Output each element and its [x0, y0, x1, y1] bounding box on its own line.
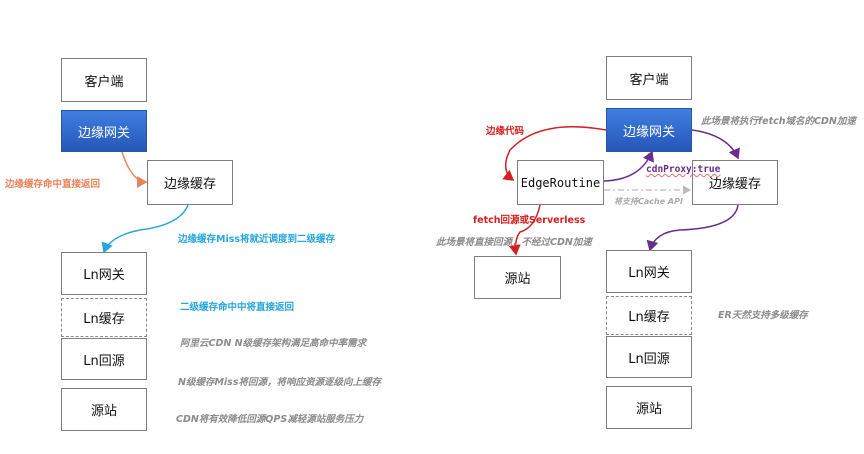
right-ln-cache-box: Ln缓存: [606, 296, 692, 335]
right-edge-gateway-label: 边缘网关: [622, 124, 675, 140]
right-edgeroutine-box: EdgeRoutine: [517, 160, 604, 205]
right-origin-label: 源站: [635, 402, 662, 417]
note-architecture: 阿里云CDN N级缓存架构满足高命中率需求: [180, 338, 367, 349]
note-ln-miss: N级缓存Miss将回源，将响应资源逐级向上缓存: [178, 377, 381, 388]
label-cdnproxy: cdnProxy:true: [646, 164, 721, 175]
left-ln-cache-box: Ln缓存: [61, 298, 147, 337]
note-er-multilevel: ER天然支持多级缓存: [718, 310, 808, 321]
right-origin-direct-label: 源站: [504, 272, 531, 287]
left-edge-gateway-box: 边缘网关: [61, 110, 147, 152]
right-ln-gateway-box: Ln网关: [606, 250, 692, 293]
arrow-cache-to-ln: [101, 204, 189, 254]
right-client-box: 客户端: [606, 56, 692, 100]
left-edge-cache-label: 边缘缓存: [163, 177, 216, 192]
arrow-edge-to-routine: [502, 125, 607, 181]
note-fetch-cdn: 此场景将执行fetch域名的CDN加速: [701, 116, 856, 127]
arrow-routine-to-edge: [603, 150, 654, 182]
right-edgeroutine-label: EdgeRoutine: [520, 175, 601, 190]
right-client-label: 客户端: [629, 72, 669, 88]
right-ln-gateway-label: Ln网关: [628, 266, 670, 281]
left-client-label: 客户端: [84, 74, 124, 90]
label-edge-code: 边缘代码: [486, 126, 525, 137]
left-ln-origin-box: Ln回源: [61, 338, 147, 380]
note-direct-origin: 此场景将直接回源，不经过CDN加速: [436, 237, 592, 248]
left-ln-gateway-box: Ln网关: [61, 252, 147, 295]
label-fetch-origin: fetch回源或Serverless: [473, 215, 586, 226]
left-ln-cache-label: Ln缓存: [83, 312, 125, 327]
note-qps: CDN将有效降低回源QPS减轻源站服务压力: [176, 414, 364, 425]
left-edge-cache-box: 边缘缓存: [147, 160, 233, 205]
arrow-edge-to-cache-right: [691, 129, 740, 160]
note-cache-api: 将支持Cache API: [614, 197, 683, 206]
right-ln-origin-box: Ln回源: [606, 336, 692, 378]
right-origin-box: 源站: [606, 386, 692, 429]
right-ln-origin-label: Ln回源: [628, 351, 670, 367]
right-edge-cache-box: 边缘缓存: [692, 160, 778, 205]
left-ln-origin-label: Ln回源: [83, 353, 125, 369]
label-edge-cache-miss: 边缘缓存Miss将就近调度到二级缓存: [178, 234, 336, 245]
left-origin-label: 源站: [90, 404, 117, 419]
left-client-box: 客户端: [61, 58, 147, 102]
right-origin-direct-box: 源站: [474, 256, 561, 299]
left-edge-gateway-label: 边缘网关: [77, 125, 130, 141]
arrow-routine-to-origin: [508, 204, 541, 256]
arrow-edge-to-cache: [121, 151, 148, 188]
left-origin-box: 源站: [61, 388, 147, 431]
left-ln-gateway-label: Ln网关: [83, 268, 125, 283]
arrow-cache-to-ln-right: [646, 204, 739, 252]
label-edge-cache-hit: 边缘缓存命中直接返回: [5, 179, 101, 190]
label-l2-cache-hit: 二级缓存命中中将直接返回: [180, 302, 295, 313]
right-ln-cache-label: Ln缓存: [628, 310, 670, 325]
right-edge-cache-label: 边缘缓存: [708, 177, 761, 192]
right-edge-gateway-box: 边缘网关: [606, 108, 692, 152]
